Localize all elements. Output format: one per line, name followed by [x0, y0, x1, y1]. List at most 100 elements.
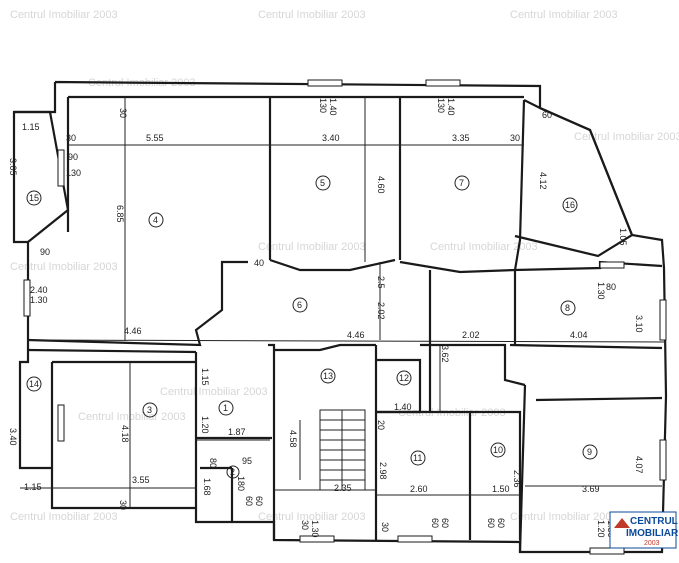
dim-text: 30: [66, 133, 76, 143]
dim-text: 130: [318, 98, 328, 113]
room-label-3: 3: [142, 402, 158, 418]
dim-text: 5.55: [146, 133, 164, 143]
dim-text: 60: [440, 518, 450, 528]
dim-text: 180: [236, 476, 246, 491]
dim-text: 1.30: [310, 520, 320, 538]
dim-text: 80: [208, 458, 218, 468]
dim-text: 6.85: [115, 205, 125, 223]
room-number: 1: [223, 403, 228, 413]
room-number: 12: [399, 373, 409, 383]
dim-text: 4.04: [570, 330, 588, 340]
room-label-13: 13: [320, 368, 336, 384]
dim-text: 3.40: [322, 133, 340, 143]
dim-text: 130: [436, 98, 446, 113]
room-label-5: 5: [315, 175, 331, 191]
dim-text: 2.98: [378, 462, 388, 480]
dim-text: 2.02: [376, 302, 386, 320]
dim-text: 30: [300, 520, 310, 530]
room-number: 11: [413, 453, 422, 463]
watermark-text: Centrul Imobiliar 2003: [160, 386, 268, 398]
room-number: 9: [587, 447, 592, 457]
dim-text: 1.30: [596, 282, 606, 300]
watermark-text: Centrul Imobiliar 2003: [430, 241, 538, 253]
room-label-4: 4: [148, 212, 164, 228]
room-label-9: 9: [582, 444, 598, 460]
dim-text: 60: [542, 110, 552, 120]
dim-text: 1.15: [200, 368, 210, 386]
room-number: 8: [565, 303, 570, 313]
windows: [23, 79, 667, 555]
watermark-text: Centrul Imobiliar 2003: [258, 241, 366, 253]
room-label-16: 16: [562, 197, 578, 213]
dim-text: 4.46: [347, 330, 365, 340]
dimension-labels: 30 5.55 6.85 30 1.15 3.05 90 130 90 2.40…: [8, 98, 644, 538]
dim-text: 3.55: [132, 475, 150, 485]
dim-text: 4.46: [124, 326, 142, 336]
dim-text: 4.18: [120, 425, 130, 443]
dim-text: 1.87: [228, 427, 246, 437]
dim-text: 2.40: [30, 285, 48, 295]
dim-text: 3.40: [8, 428, 18, 446]
dim-text: 40: [254, 258, 264, 268]
room-label-2: 2: [226, 465, 240, 479]
watermark-text: Centrul Imobiliar 2003: [10, 511, 118, 523]
room-number: 2: [230, 467, 235, 477]
room-number: 13: [323, 371, 333, 381]
dim-text: 1.30: [30, 295, 48, 305]
watermark-text: Centrul Imobiliar 2003: [78, 411, 186, 423]
watermark-text: Centrul Imobiliar 2003: [10, 9, 118, 21]
dimension-lines: [20, 97, 665, 508]
watermark-text: Centrul Imobiliar 2003: [510, 9, 618, 21]
dim-text: 30: [118, 108, 128, 118]
dim-text: 2.36: [512, 470, 522, 488]
dim-text: 1.68: [202, 478, 212, 496]
watermark-text: Centrul Imobiliar 2003: [258, 511, 366, 523]
dim-text: 60: [486, 518, 496, 528]
logo-line1: CENTRUL: [630, 516, 678, 527]
walls: [12, 80, 668, 554]
room-number: 7: [459, 178, 464, 188]
watermark-text: Centrul Imobiliar 2003: [10, 261, 118, 273]
dim-text: 1.15: [24, 482, 42, 492]
dim-text: 2.35: [334, 483, 352, 493]
dim-text: 3.10: [634, 315, 644, 333]
watermark-text: Centrul Imobiliar 2003: [510, 511, 618, 523]
dim-text: 130: [66, 168, 81, 178]
dim-text: 2.02: [462, 330, 480, 340]
dim-text: 1.05: [618, 228, 628, 246]
dim-text: 4.58: [288, 430, 298, 448]
room-number: 10: [493, 445, 503, 455]
dim-text: 30: [118, 500, 128, 510]
dim-text: 4.60: [376, 176, 386, 194]
dim-text: 3.05: [8, 158, 18, 176]
room-number: 5: [320, 178, 325, 188]
room-label-10: 10: [490, 442, 506, 458]
room-number: 3: [147, 405, 152, 415]
watermark-layer: Centrul Imobiliar 2003 Centrul Imobiliar…: [10, 9, 679, 523]
room-number: 4: [153, 215, 158, 225]
room-number: 16: [565, 200, 575, 210]
dim-text: 95: [242, 456, 252, 466]
logo-line3: 2003: [644, 540, 660, 547]
dim-text: 4.07: [634, 456, 644, 474]
dim-text: 3.62: [440, 345, 450, 363]
dim-text: 4.12: [538, 172, 548, 190]
dim-text: 1.40: [446, 98, 456, 116]
dim-text: 90: [40, 247, 50, 257]
dim-text: 60: [254, 496, 264, 506]
logo-line2: IMOBILIAR: [626, 528, 679, 539]
dim-text: 1.40: [394, 402, 412, 412]
watermark-text: Centrul Imobiliar 2003: [574, 131, 679, 143]
room-labels: 1 2 3 4 5 6 7 8 9 10 11 12 13 14 15 16: [26, 175, 598, 479]
stairs: [319, 409, 366, 491]
room-label-7: 7: [454, 175, 470, 191]
dim-text: 3.69: [582, 484, 600, 494]
house-icon: [614, 518, 630, 528]
room-number: 6: [297, 300, 302, 310]
dim-text: 1.50: [492, 484, 510, 494]
company-logo: CENTRUL IMOBILIAR 2003: [609, 511, 679, 549]
dim-text: 60: [430, 518, 440, 528]
room-label-6: 6: [292, 297, 308, 313]
dim-text: 2.60: [410, 484, 428, 494]
